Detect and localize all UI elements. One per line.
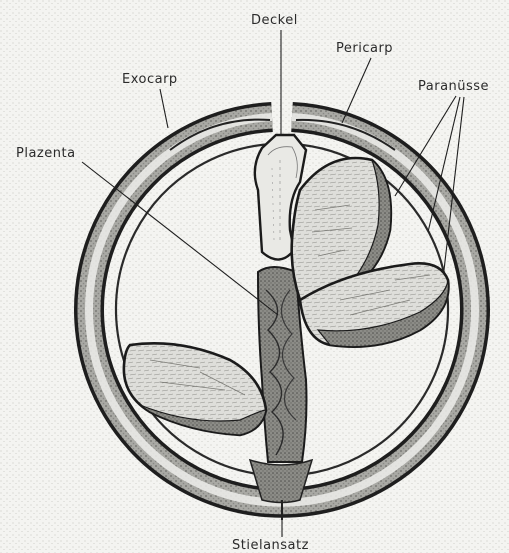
label-pericarp: Pericarp [336, 41, 393, 56]
label-stielansatz: Stielansatz [232, 538, 309, 553]
label-plazenta: Plazenta [16, 146, 76, 161]
label-deckel: Deckel [251, 13, 298, 28]
label-exocarp: Exocarp [122, 72, 178, 87]
label-paranuesse: Paranüsse [418, 79, 489, 94]
